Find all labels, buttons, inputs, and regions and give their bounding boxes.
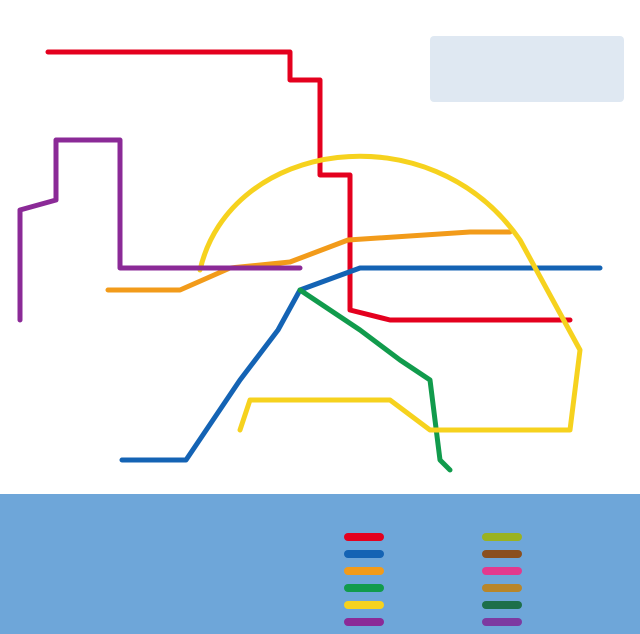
legend-swatch-4 (344, 584, 384, 592)
legend-item-7 (482, 528, 528, 546)
legend-swatch-11 (482, 601, 522, 609)
legend-item-11 (482, 596, 528, 614)
legend-swatch-5 (344, 601, 384, 609)
line-blue (119, 265, 603, 463)
legend-swatch-2 (344, 550, 384, 558)
line-red (45, 49, 573, 323)
legend-swatch-6 (344, 618, 384, 626)
notice-box (430, 36, 624, 102)
metro-lines (17, 49, 603, 473)
line-orange (105, 229, 513, 293)
legend-item-9 (482, 562, 528, 580)
legend-swatch-10 (482, 584, 522, 592)
line-yellow (197, 153, 583, 433)
legend-swatch-7 (482, 533, 522, 541)
legend-item-3 (344, 562, 390, 580)
legend-swatch-3 (344, 567, 384, 575)
legend-swatch-9 (482, 567, 522, 575)
legend-item-5 (344, 596, 390, 614)
line-purple (17, 137, 303, 323)
legend-item-10 (482, 579, 528, 597)
legend-item-12 (482, 613, 528, 631)
legend-item-1 (344, 528, 390, 546)
legend-swatch-12 (482, 618, 522, 626)
legend-swatch-1 (344, 533, 384, 541)
legend-item-4 (344, 579, 390, 597)
metro-map (17, 49, 603, 473)
legend-swatch-8 (482, 550, 522, 558)
footer (0, 494, 640, 634)
legend-item-2 (344, 545, 390, 563)
line-green (297, 287, 453, 473)
legend-item-6 (344, 613, 390, 631)
legend-item-8 (482, 545, 528, 563)
